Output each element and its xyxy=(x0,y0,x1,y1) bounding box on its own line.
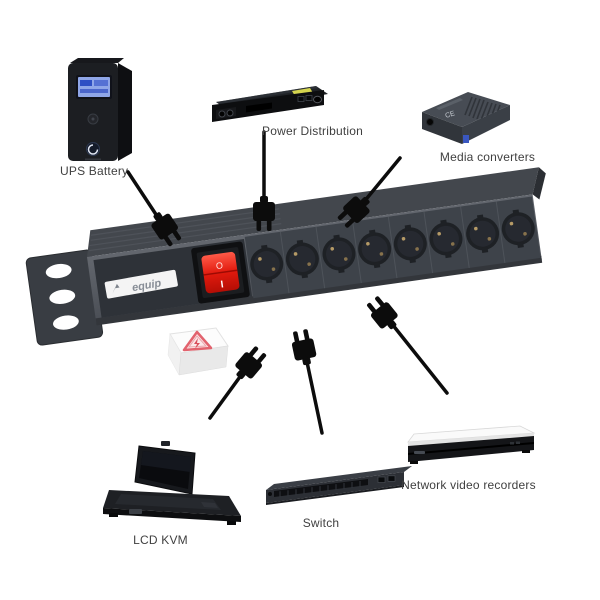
pd-rj45-port xyxy=(297,96,305,102)
ups-side-face xyxy=(118,63,132,161)
kvm-touchpad xyxy=(201,502,218,508)
outlet xyxy=(322,234,356,274)
label-lcd-kvm: LCD KVM xyxy=(133,533,188,547)
label-network-video-recorders: Network video recorders xyxy=(401,478,536,492)
electric-hazard-triangle-icon xyxy=(182,330,213,352)
label-media-converters: Media converters xyxy=(439,150,536,164)
outlet xyxy=(466,214,500,253)
power-plug-icon xyxy=(289,328,319,367)
pdu-brand-text: equip xyxy=(131,277,162,294)
pd-socket xyxy=(313,95,322,104)
outlet xyxy=(285,239,319,279)
rack-bracket xyxy=(25,249,104,346)
power-distribution-device xyxy=(212,86,328,122)
pd-vent xyxy=(246,102,272,113)
surge-warning-box xyxy=(167,327,229,376)
switch-uplink-port xyxy=(387,475,396,482)
power-cord-nvr xyxy=(363,293,449,395)
pd-power-inlet xyxy=(218,110,226,118)
power-cord-power-distribution xyxy=(253,130,275,231)
switch-top-face xyxy=(266,466,412,490)
mc-label-strip xyxy=(436,98,463,110)
mc-blue-tag xyxy=(463,135,469,143)
outlet xyxy=(501,209,535,248)
lcd-kvm-device xyxy=(103,441,241,525)
mc-ce-mark: CE xyxy=(444,110,456,120)
nvr-device xyxy=(407,425,536,464)
label-switch: Switch xyxy=(302,516,340,530)
outlet-group xyxy=(250,209,535,284)
outlet xyxy=(358,229,392,269)
switch-uplink-port xyxy=(377,476,386,483)
media-converter-device: CE xyxy=(422,92,510,144)
power-plug-icon xyxy=(230,343,270,385)
outlet xyxy=(429,219,463,259)
bracket-hole xyxy=(52,315,79,330)
power-cord-media-converter xyxy=(334,156,402,232)
pdu-power-strip: equip O I xyxy=(25,167,546,346)
switch-off-label: O xyxy=(215,260,223,271)
power-switch: O I xyxy=(191,241,250,304)
kvm-keyboard xyxy=(115,494,221,510)
ups-battery-device xyxy=(68,58,132,161)
bracket-hole xyxy=(45,263,72,279)
mc-top-face xyxy=(422,92,510,127)
switch-on-label: I xyxy=(220,279,225,290)
pdu-end-cap xyxy=(532,167,546,200)
equip-logo: equip xyxy=(104,269,178,299)
power-cord-ups xyxy=(126,170,185,249)
switch-device xyxy=(266,466,412,505)
pd-rj45-port xyxy=(305,95,313,101)
equip-logo-icon xyxy=(112,283,120,294)
label-ups-battery: UPS Battery xyxy=(60,164,129,178)
mc-power-jack xyxy=(426,118,434,126)
outlet xyxy=(250,244,284,284)
ups-top-face xyxy=(70,58,124,63)
mc-front-face xyxy=(462,105,510,144)
nvr-logo xyxy=(414,451,425,454)
kvm-latch xyxy=(129,509,142,514)
outlet xyxy=(393,224,427,264)
power-cord-switch xyxy=(289,328,324,435)
bracket-hole xyxy=(49,289,76,304)
power-cord-lcd-kvm xyxy=(208,343,270,420)
label-power-distribution: Power Distribution xyxy=(262,124,363,138)
